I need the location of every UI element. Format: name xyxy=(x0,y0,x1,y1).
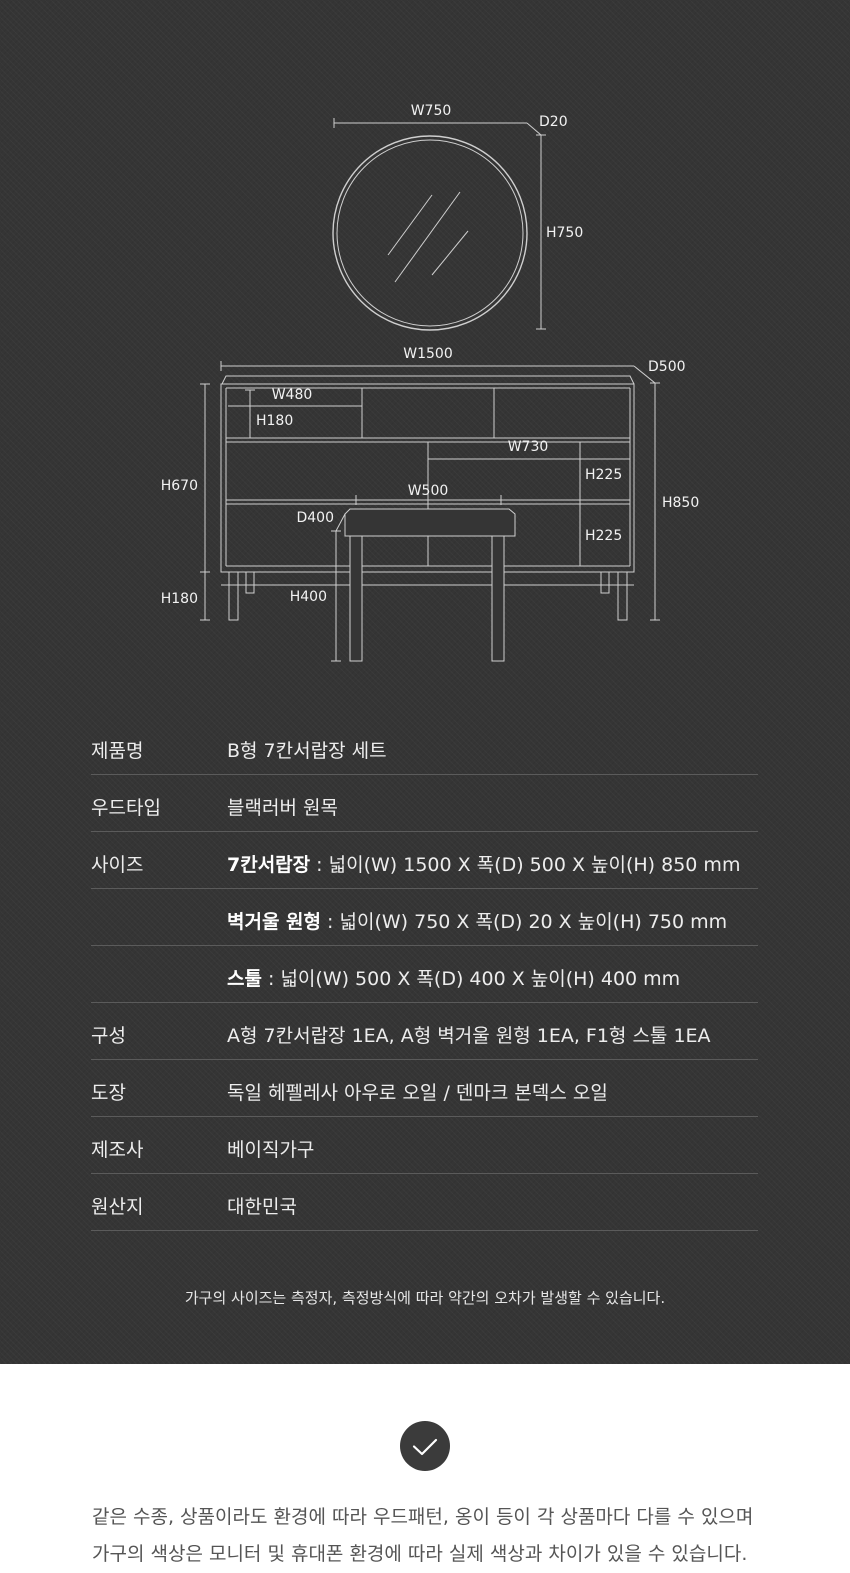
dim-cabinet-depth: D500 xyxy=(648,359,686,375)
spec-value: 블랙러버 원목 xyxy=(227,797,338,819)
dim-shelf-width: W730 xyxy=(508,439,549,455)
spec-row: 사이즈 7칸서랍장 : 넓이(W) 1500 X 폭(D) 500 X 높이(H… xyxy=(91,832,758,889)
spec-value: 베이직가구 xyxy=(227,1139,315,1161)
spec-label: 원산지 xyxy=(91,1196,144,1218)
spec-value: 스툴 : 넓이(W) 500 X 폭(D) 400 X 높이(H) 400 mm xyxy=(227,968,681,990)
dim-drawer-height: H180 xyxy=(256,413,293,429)
notice-line: 같은 수종, 상품이라도 환경에 따라 우드패턴, 옹이 등이 각 상품마다 다… xyxy=(92,1506,754,1528)
spec-label: 구성 xyxy=(91,1025,126,1047)
notice-section: 같은 수종, 상품이라도 환경에 따라 우드패턴, 옹이 등이 각 상품마다 다… xyxy=(0,1364,850,1569)
dim-mirror-height: H750 xyxy=(546,225,583,241)
spec-item-name: 스툴 xyxy=(227,968,262,990)
dimension-labels: W750 D20 H750 W1500 D500 W480 H180 W730 … xyxy=(161,103,700,607)
spec-value: 벽거울 원형 : 넓이(W) 750 X 폭(D) 20 X 높이(H) 750… xyxy=(227,911,728,933)
dim-shelf-height-2: H225 xyxy=(585,528,622,544)
dim-mirror-width: W750 xyxy=(411,103,452,119)
spec-row: 스툴 : 넓이(W) 500 X 폭(D) 400 X 높이(H) 400 mm xyxy=(91,946,758,1003)
product-detail-dark-section: W750 D20 H750 W1500 D500 W480 H180 W730 … xyxy=(0,0,850,1364)
spec-label: 사이즈 xyxy=(91,854,144,876)
spec-row: 제조사 베이직가구 xyxy=(91,1117,758,1174)
spec-label: 도장 xyxy=(91,1082,126,1104)
spec-value: 독일 헤펠레사 아우로 오일 / 덴마크 본덱스 오일 xyxy=(227,1082,608,1104)
size-disclaimer: 가구의 사이즈는 측정자, 측정방식에 따라 약간의 오차가 발생할 수 있습니… xyxy=(184,1289,666,1307)
spec-label: 제조사 xyxy=(91,1139,144,1161)
spec-item-name: 7칸서랍장 xyxy=(227,854,311,876)
spec-row: 구성 A형 7칸서랍장 1EA, A형 벽거울 원형 1EA, F1형 스툴 1… xyxy=(91,1003,758,1060)
spec-value: A형 7칸서랍장 1EA, A형 벽거울 원형 1EA, F1형 스툴 1EA xyxy=(227,1025,711,1047)
spec-value: B형 7칸서랍장 세트 xyxy=(227,740,387,762)
stool-illustration xyxy=(344,508,516,662)
dim-shelf-height-1: H225 xyxy=(585,467,622,483)
spec-item-name: 벽거울 원형 xyxy=(227,911,322,933)
dim-leg-height: H180 xyxy=(161,591,198,607)
dimension-drawing: W750 D20 H750 W1500 D500 W480 H180 W730 … xyxy=(161,103,700,662)
dim-mirror-depth: D20 xyxy=(539,114,568,130)
mirror-illustration xyxy=(332,135,528,331)
spec-row: 우드타입 블랙러버 원목 xyxy=(91,775,758,832)
spec-label: 제품명 xyxy=(91,740,144,762)
notice-text: 같은 수종, 상품이라도 환경에 따라 우드패턴, 옹이 등이 각 상품마다 다… xyxy=(92,1499,753,1573)
dim-stool-height: H400 xyxy=(290,589,327,605)
spec-label: 우드타입 xyxy=(91,797,161,819)
dim-stool-depth: D400 xyxy=(296,510,334,526)
dim-stool-width: W500 xyxy=(408,483,449,499)
spec-table: 제품명 B형 7칸서랍장 세트 우드타입 블랙러버 원목 사이즈 7칸서랍장 :… xyxy=(91,718,758,1231)
spec-row: 제품명 B형 7칸서랍장 세트 xyxy=(91,718,758,775)
spec-row: 도장 독일 헤펠레사 아우로 오일 / 덴마크 본덱스 오일 xyxy=(91,1060,758,1117)
dim-cabinet-width: W1500 xyxy=(403,346,452,362)
dim-drawer-width: W480 xyxy=(272,387,313,403)
spec-value: 7칸서랍장 : 넓이(W) 1500 X 폭(D) 500 X 높이(H) 85… xyxy=(227,854,741,876)
spec-value: 대한민국 xyxy=(227,1196,297,1218)
dim-body-height: H670 xyxy=(161,478,198,494)
spec-row: 벽거울 원형 : 넓이(W) 750 X 폭(D) 20 X 높이(H) 750… xyxy=(91,889,758,946)
spec-row: 원산지 대한민국 xyxy=(91,1174,758,1231)
check-icon xyxy=(400,1421,450,1471)
notice-line: 가구의 색상은 모니터 및 휴대폰 환경에 따라 실제 색상과 차이가 있을 수… xyxy=(92,1543,748,1565)
dim-total-height: H850 xyxy=(662,495,699,511)
